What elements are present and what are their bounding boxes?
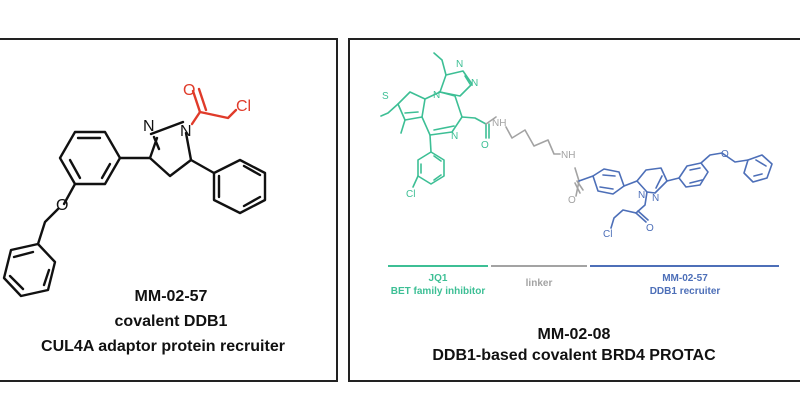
right-subtitle: DDB1-based covalent BRD4 PROTAC (432, 347, 716, 364)
atom-n-a: N (433, 90, 440, 101)
linker-label: linker (525, 278, 553, 289)
right-panel (348, 38, 800, 382)
atom-o-ether-right: O (721, 149, 729, 160)
right-compound-id: MM-02-08 (537, 326, 611, 343)
linker-segment-line (491, 265, 587, 267)
atom-o1: O (481, 140, 489, 151)
atom-n-e: N (638, 190, 645, 201)
mm-02-57-label: MM-02-57 (662, 273, 708, 284)
atom-o-ether: O (56, 197, 68, 214)
jq1-segment-line (388, 265, 488, 267)
atom-cl: Cl (236, 98, 251, 115)
atom-nh2: NH (561, 150, 575, 161)
atom-o2: O (568, 195, 576, 206)
jq1-label: JQ1 (428, 273, 448, 284)
atom-n-c: N (471, 78, 478, 89)
atom-n-d: N (451, 131, 458, 142)
jq1-description: BET family inhibitor (390, 286, 486, 297)
atom-o-carbonyl: O (183, 82, 195, 99)
atom-cl-end: Cl (603, 229, 612, 240)
left-compound-id: MM-02-57 (134, 288, 208, 305)
atom-cl-jq1: Cl (406, 189, 415, 200)
atom-nh1: NH (492, 118, 506, 129)
atom-s: S (382, 91, 389, 102)
left-description-line2: CUL4A adaptor protein recruiter (41, 338, 285, 355)
left-panel (0, 38, 338, 382)
atom-n-b: N (456, 59, 463, 70)
left-description-line1: covalent DDB1 (114, 313, 228, 330)
atom-n-f: N (652, 193, 659, 204)
atom-o3: O (646, 223, 654, 234)
atom-n2: N (180, 123, 192, 140)
mm-02-57-description: DDB1 recruiter (649, 286, 721, 297)
mm-02-57-segment-line (590, 265, 779, 267)
atom-n1: N (143, 118, 155, 135)
